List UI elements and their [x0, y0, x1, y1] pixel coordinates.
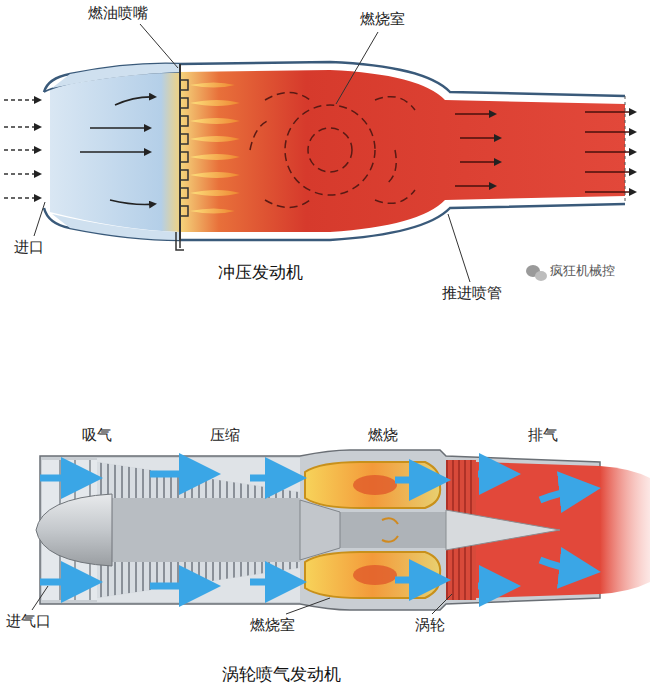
part-label: 燃烧室	[250, 616, 295, 634]
part-label: 燃烧室	[360, 10, 405, 28]
watermark: 疯狂机械控	[550, 263, 615, 279]
stage-label: 吸气	[82, 426, 112, 444]
stage-label: 排气	[528, 426, 558, 444]
figure-caption: 涡轮喷气发动机	[222, 664, 341, 684]
part-label: 进气口	[6, 612, 51, 630]
figure-caption: 冲压发动机	[218, 262, 303, 282]
part-label: 推进喷管	[442, 284, 502, 302]
stage-label: 燃烧	[368, 426, 398, 444]
part-label: 涡轮	[415, 616, 445, 634]
part-label: 燃油喷嘴	[88, 4, 148, 22]
stage-label: 压缩	[210, 426, 240, 444]
part-label: 进口	[14, 238, 44, 256]
